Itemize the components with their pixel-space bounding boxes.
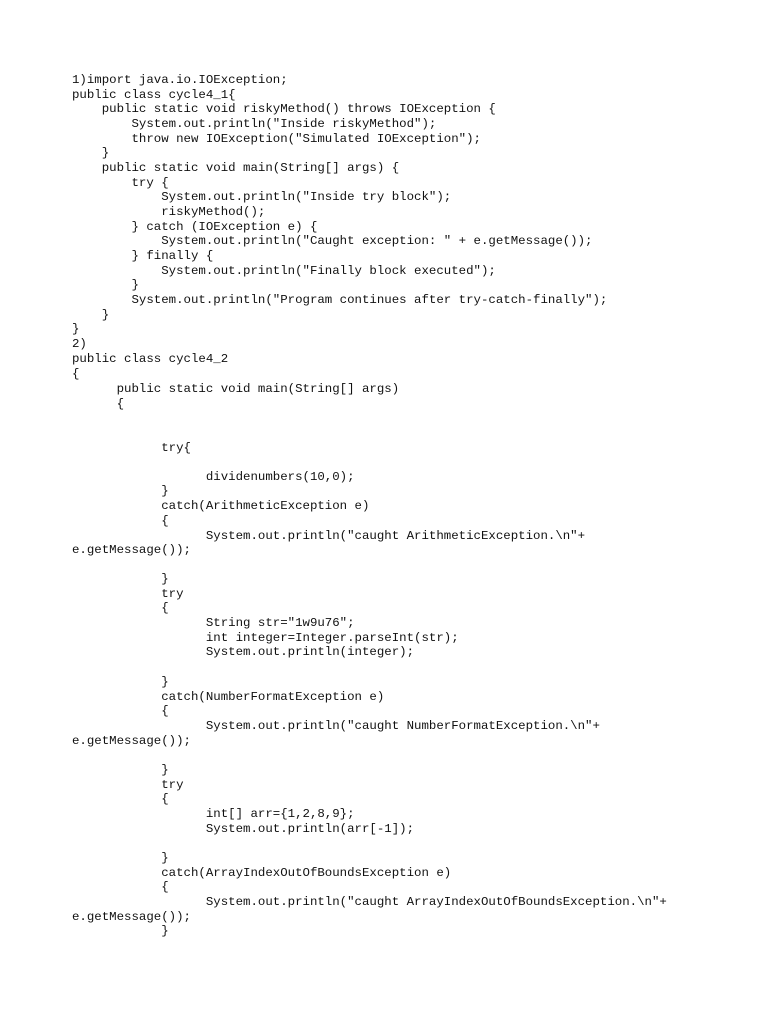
code-line: throw new IOException("Simulated IOExcep… [72, 132, 481, 146]
code-line: 2) [72, 337, 87, 351]
code-line: try [72, 778, 184, 792]
code-line: { [72, 704, 169, 718]
code-line: int integer=Integer.parseInt(str); [72, 631, 459, 645]
code-line: riskyMethod(); [72, 205, 266, 219]
code-line: System.out.println("caught NumberFormatE… [72, 719, 600, 733]
code-line: } [72, 308, 110, 322]
code-line: } [72, 851, 169, 865]
code-line: } [72, 675, 169, 689]
code-line: { [72, 367, 80, 381]
code-line: } [72, 322, 80, 336]
code-line: { [72, 397, 125, 411]
code-line: { [72, 880, 169, 894]
code-line: e.getMessage()); [72, 734, 191, 748]
code-line: catch(ArrayIndexOutOfBoundsException e) [72, 866, 452, 880]
code-line: 1)import java.io.IOException; [72, 73, 288, 87]
code-line: } [72, 572, 169, 586]
code-line: try { [72, 176, 169, 190]
code-line: e.getMessage()); [72, 910, 191, 924]
code-line: } [72, 924, 169, 938]
code-line: String str="1w9u76"; [72, 616, 355, 630]
code-line: try [72, 587, 184, 601]
code-line: System.out.println("Finally block execut… [72, 264, 496, 278]
code-line: System.out.println("caught ArithmeticExc… [72, 529, 586, 543]
code-line: public class cycle4_1{ [72, 88, 236, 102]
code-line: } finally { [72, 249, 214, 263]
code-line: System.out.println("caught ArrayIndexOut… [72, 895, 667, 909]
code-line: System.out.println("Inside riskyMethod")… [72, 117, 437, 131]
code-line: catch(ArithmeticException e) [72, 499, 370, 513]
code-line: dividenumbers(10,0); [72, 470, 355, 484]
code-line: public static void main(String[] args) { [72, 161, 400, 175]
code-line: System.out.println("Inside try block"); [72, 190, 452, 204]
code-line: } [72, 484, 169, 498]
code-line: } catch (IOException e) { [72, 220, 318, 234]
code-line: catch(NumberFormatException e) [72, 690, 385, 704]
code-line: int[] arr={1,2,8,9}; [72, 807, 355, 821]
code-line: System.out.println("Program continues af… [72, 293, 608, 307]
code-line: { [72, 514, 169, 528]
code-line: System.out.println("Caught exception: " … [72, 234, 593, 248]
code-line: try{ [72, 441, 191, 455]
code-line: System.out.println(arr[-1]); [72, 822, 415, 836]
code-line: System.out.println(integer); [72, 645, 415, 659]
code-line: public class cycle4_2 [72, 352, 229, 366]
code-line: } [72, 146, 110, 160]
code-line: } [72, 278, 139, 292]
code-line: public static void riskyMethod() throws … [72, 102, 496, 116]
code-line: } [72, 763, 169, 777]
code-line: public static void main(String[] args) [72, 382, 400, 396]
code-line: e.getMessage()); [72, 543, 191, 557]
code-line: { [72, 601, 169, 615]
code-line: { [72, 792, 169, 806]
